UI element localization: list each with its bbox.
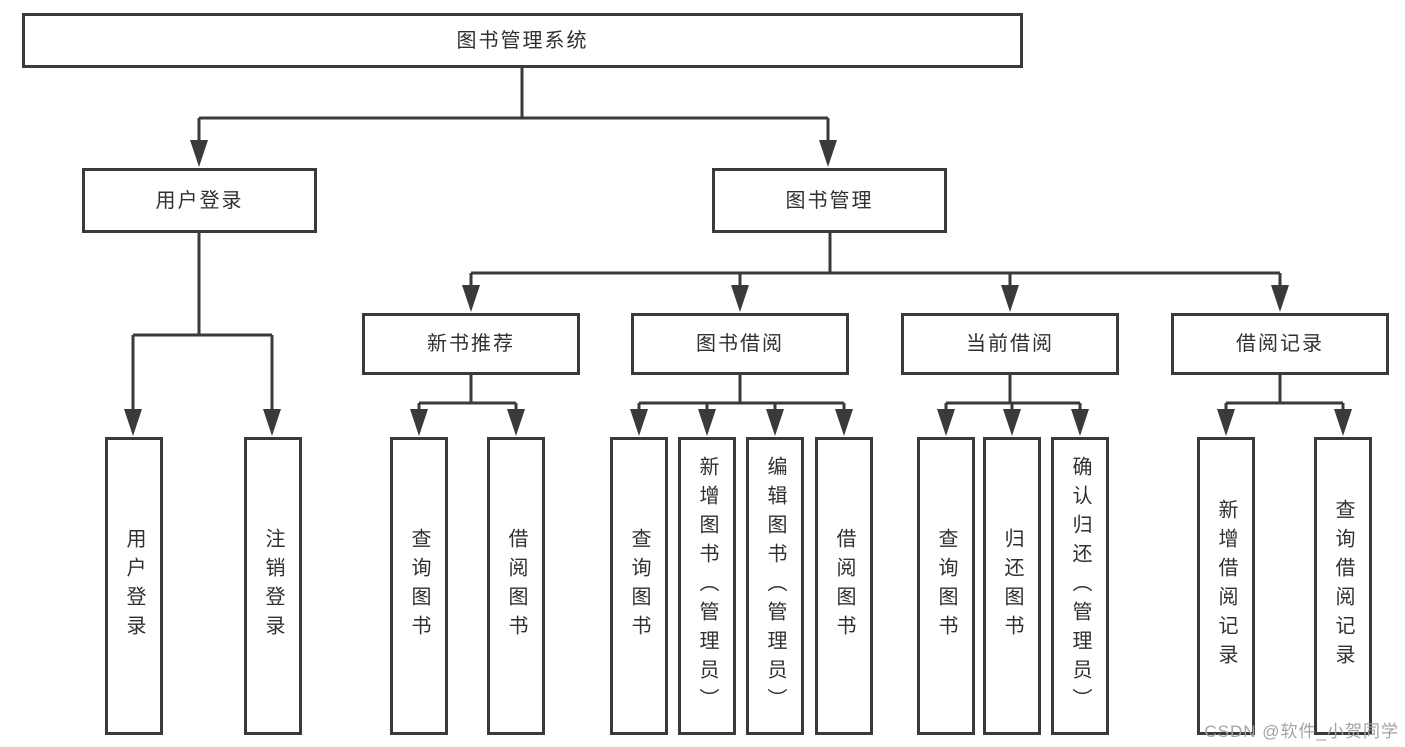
leaf-query-books-recommend: 查询图书 xyxy=(390,437,448,735)
node-borrowing-records: 借阅记录 xyxy=(1171,313,1389,375)
arrowhead xyxy=(263,409,281,436)
leaf-add-book-admin: 新增图书（管理员） xyxy=(678,437,736,735)
leaf-logout: 注销登录 xyxy=(244,437,302,735)
leaf-borrow-books-borrowing: 借阅图书 xyxy=(815,437,873,735)
node-current-borrowing: 当前借阅 xyxy=(901,313,1119,375)
arrowhead xyxy=(937,409,955,436)
leaf-return-book: 归还图书 xyxy=(983,437,1041,735)
leaf-borrow-books-recommend: 借阅图书 xyxy=(487,437,545,735)
arrowhead xyxy=(410,409,428,436)
node-new-book-recommendation: 新书推荐 xyxy=(362,313,580,375)
leaf-add-borrow-record: 新增借阅记录 xyxy=(1197,437,1255,735)
arrowhead xyxy=(1217,409,1235,436)
arrowhead xyxy=(124,409,142,436)
node-book-management: 图书管理 xyxy=(712,168,947,233)
arrowhead xyxy=(1334,409,1352,436)
arrowhead xyxy=(698,409,716,436)
node-library-management-system: 图书管理系统 xyxy=(22,13,1023,68)
arrowhead xyxy=(1271,285,1289,312)
arrowhead xyxy=(190,140,208,167)
leaf-query-borrow-record: 查询借阅记录 xyxy=(1314,437,1372,735)
arrowhead xyxy=(462,285,480,312)
leaf-query-books-current: 查询图书 xyxy=(917,437,975,735)
leaf-query-books-borrowing: 查询图书 xyxy=(610,437,668,735)
arrowhead xyxy=(731,285,749,312)
leaf-edit-book-admin: 编辑图书（管理员） xyxy=(746,437,804,735)
node-user-login: 用户登录 xyxy=(82,168,317,233)
arrowhead xyxy=(1071,409,1089,436)
arrowhead xyxy=(1001,285,1019,312)
arrowhead xyxy=(819,140,837,167)
arrowhead xyxy=(630,409,648,436)
leaf-user-login: 用户登录 xyxy=(105,437,163,735)
arrowhead xyxy=(1003,409,1021,436)
csdn-watermark: CSDN @软件_小贺同学 xyxy=(1204,722,1399,741)
node-book-borrowing: 图书借阅 xyxy=(631,313,849,375)
arrowhead xyxy=(835,409,853,436)
arrowhead xyxy=(766,409,784,436)
arrowheads xyxy=(124,140,1352,436)
leaf-confirm-return-admin: 确认归还（管理员） xyxy=(1051,437,1109,735)
arrowhead xyxy=(507,409,525,436)
